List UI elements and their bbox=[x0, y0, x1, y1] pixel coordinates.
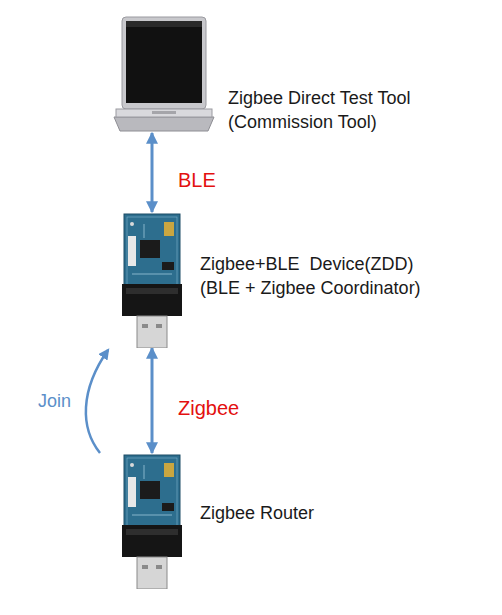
device-node: Zigbee Router bbox=[100, 453, 380, 593]
link-label: BLE bbox=[178, 169, 216, 192]
join-arrow bbox=[86, 350, 108, 453]
device-caption: Zigbee Router bbox=[200, 501, 314, 525]
device-caption: Zigbee Direct Test Tool(Commission Tool) bbox=[228, 86, 410, 134]
laptop-illustration bbox=[112, 15, 222, 133]
device-icon bbox=[122, 453, 182, 593]
device-node: Zigbee+BLE Device(ZDD)(BLE + Zigbee Coor… bbox=[100, 212, 480, 348]
link-label: Zigbee bbox=[178, 397, 239, 420]
device-label: (Commission Tool) bbox=[228, 110, 410, 134]
device-label: Zigbee Direct Test Tool bbox=[228, 86, 410, 110]
device-label: (BLE + Zigbee Coordinator) bbox=[200, 276, 421, 300]
link-arrow bbox=[151, 348, 154, 453]
device-node: Zigbee Direct Test Tool(Commission Tool) bbox=[112, 15, 472, 133]
join-label: Join bbox=[38, 391, 71, 412]
device-label: Zigbee Router bbox=[200, 501, 314, 525]
device-icon bbox=[122, 212, 182, 352]
device-caption: Zigbee+BLE Device(ZDD)(BLE + Zigbee Coor… bbox=[200, 252, 421, 300]
usb-board-illustration bbox=[122, 453, 182, 589]
device-label: Zigbee+BLE Device(ZDD) bbox=[200, 252, 421, 276]
device-icon bbox=[112, 15, 222, 137]
usb-board-illustration bbox=[122, 212, 182, 348]
link-arrow bbox=[151, 133, 154, 212]
